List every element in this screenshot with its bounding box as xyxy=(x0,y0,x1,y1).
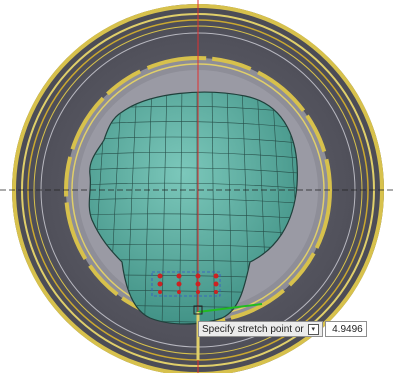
dropdown-arrow-icon[interactable]: ▾ xyxy=(307,323,319,335)
prompt-text: Specify stretch point or xyxy=(202,323,304,335)
mesh-latitude-line xyxy=(89,213,298,220)
mesh-latitude-line xyxy=(89,152,298,160)
mesh-longitude-line xyxy=(144,92,153,324)
dynamic-input-tooltip: Specify stretch point or ▾ 4.9496 xyxy=(198,320,392,338)
mesh-latitude-line xyxy=(89,167,298,175)
mesh-latitude-line xyxy=(89,182,298,190)
mesh-longitude-line xyxy=(211,92,215,324)
mesh-latitude-line xyxy=(89,228,298,235)
selection-grips[interactable] xyxy=(151,271,221,297)
command-prompt: Specify stretch point or ▾ xyxy=(198,321,323,337)
mesh-latitude-line xyxy=(89,198,298,205)
mesh-longitude-line xyxy=(179,92,183,324)
distance-input-field[interactable]: 4.9496 xyxy=(324,321,367,337)
mesh-longitude-line xyxy=(226,92,233,324)
mesh-longitude-line xyxy=(161,92,168,324)
mesh-latitude-line xyxy=(89,136,298,145)
